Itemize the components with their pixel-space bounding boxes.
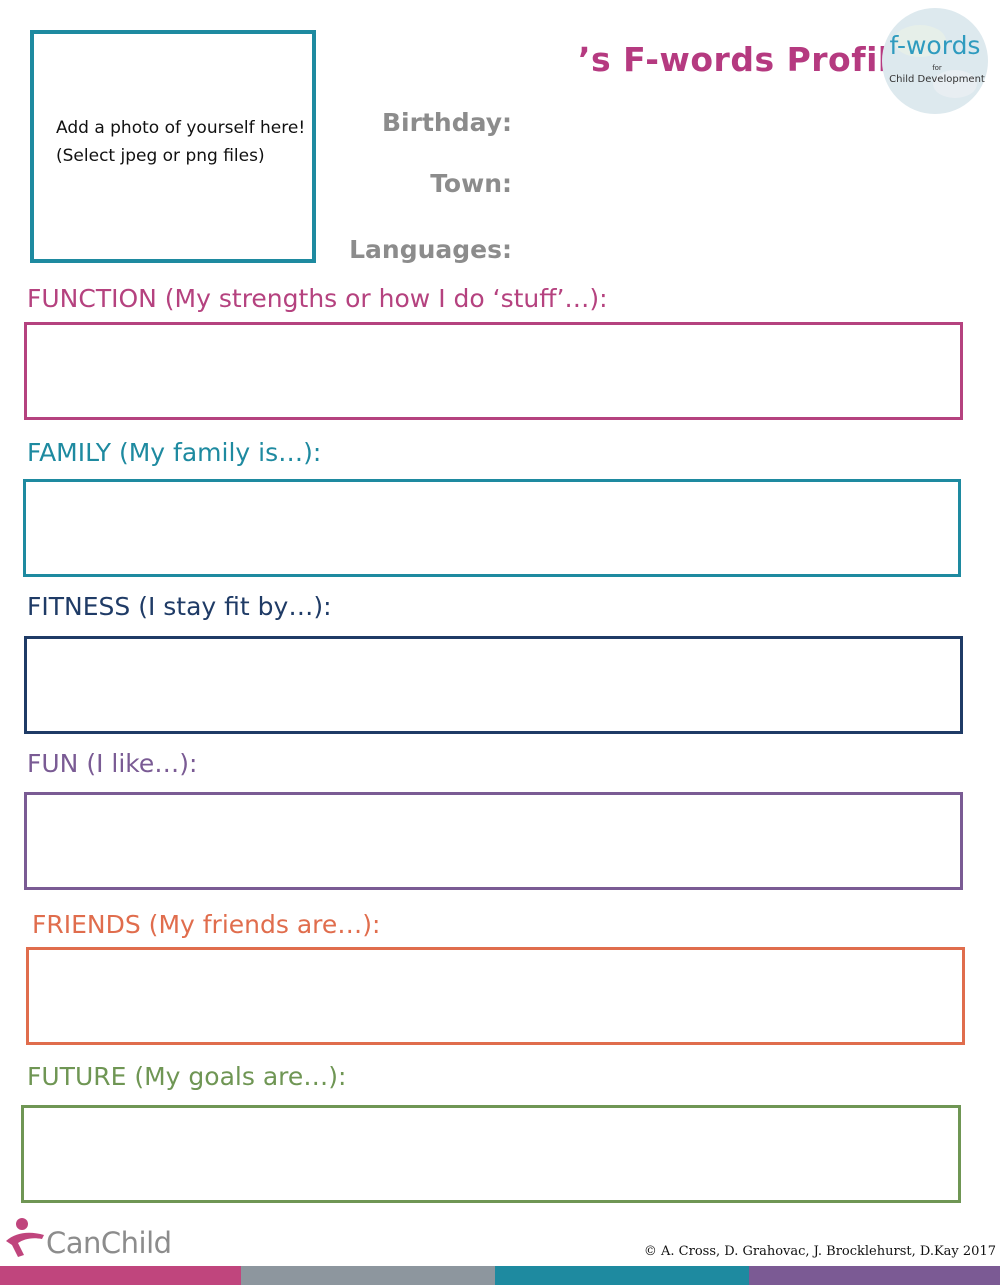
- fun-label: FUN (I like…):: [27, 749, 198, 778]
- canchild-brand: CanChild: [46, 1226, 172, 1260]
- photo-upload-box[interactable]: Add a photo of yourself here! (Select jp…: [30, 30, 316, 263]
- canchild-logo-icon: [6, 1218, 44, 1257]
- family-label: FAMILY (My family is…):: [27, 438, 322, 467]
- page-title: ’s F-words Profile: [578, 40, 913, 79]
- footer-color-bar: [0, 1266, 1000, 1285]
- color-bar-segment: [0, 1266, 241, 1285]
- birthday-label: Birthday:: [382, 108, 512, 137]
- friends-label: FRIENDS (My friends are…):: [32, 910, 381, 939]
- color-bar-segment: [749, 1266, 1000, 1285]
- town-label: Town:: [430, 169, 512, 198]
- color-bar-segment: [241, 1266, 495, 1285]
- family-text-box[interactable]: [23, 479, 961, 577]
- languages-label: Languages:: [349, 235, 512, 264]
- friends-text-box[interactable]: [26, 947, 965, 1045]
- color-bar-segment: [495, 1266, 749, 1285]
- future-text-box[interactable]: [21, 1105, 961, 1203]
- logo-word: f-words: [890, 31, 981, 60]
- logo-for: for: [932, 64, 942, 72]
- function-text-box[interactable]: [24, 322, 963, 420]
- copyright-notice: © A. Cross, D. Grahovac, J. Brocklehurst…: [643, 1244, 996, 1259]
- fun-text-box[interactable]: [24, 792, 963, 890]
- fitness-label: FITNESS (I stay fit by…):: [27, 592, 332, 621]
- photo-instruction-line-2: (Select jpeg or png files): [56, 146, 265, 166]
- logo-subtitle: Child Development: [889, 74, 985, 85]
- photo-instructions: Add a photo of yourself here! (Select jp…: [56, 114, 305, 170]
- photo-instruction-line-1: Add a photo of yourself here!: [56, 118, 306, 138]
- future-label: FUTURE (My goals are…):: [27, 1062, 347, 1091]
- fitness-text-box[interactable]: [24, 636, 963, 734]
- function-label: FUNCTION (My strengths or how I do ‘stuf…: [27, 284, 608, 313]
- f-words-logo: f-words for Child Development: [882, 8, 988, 114]
